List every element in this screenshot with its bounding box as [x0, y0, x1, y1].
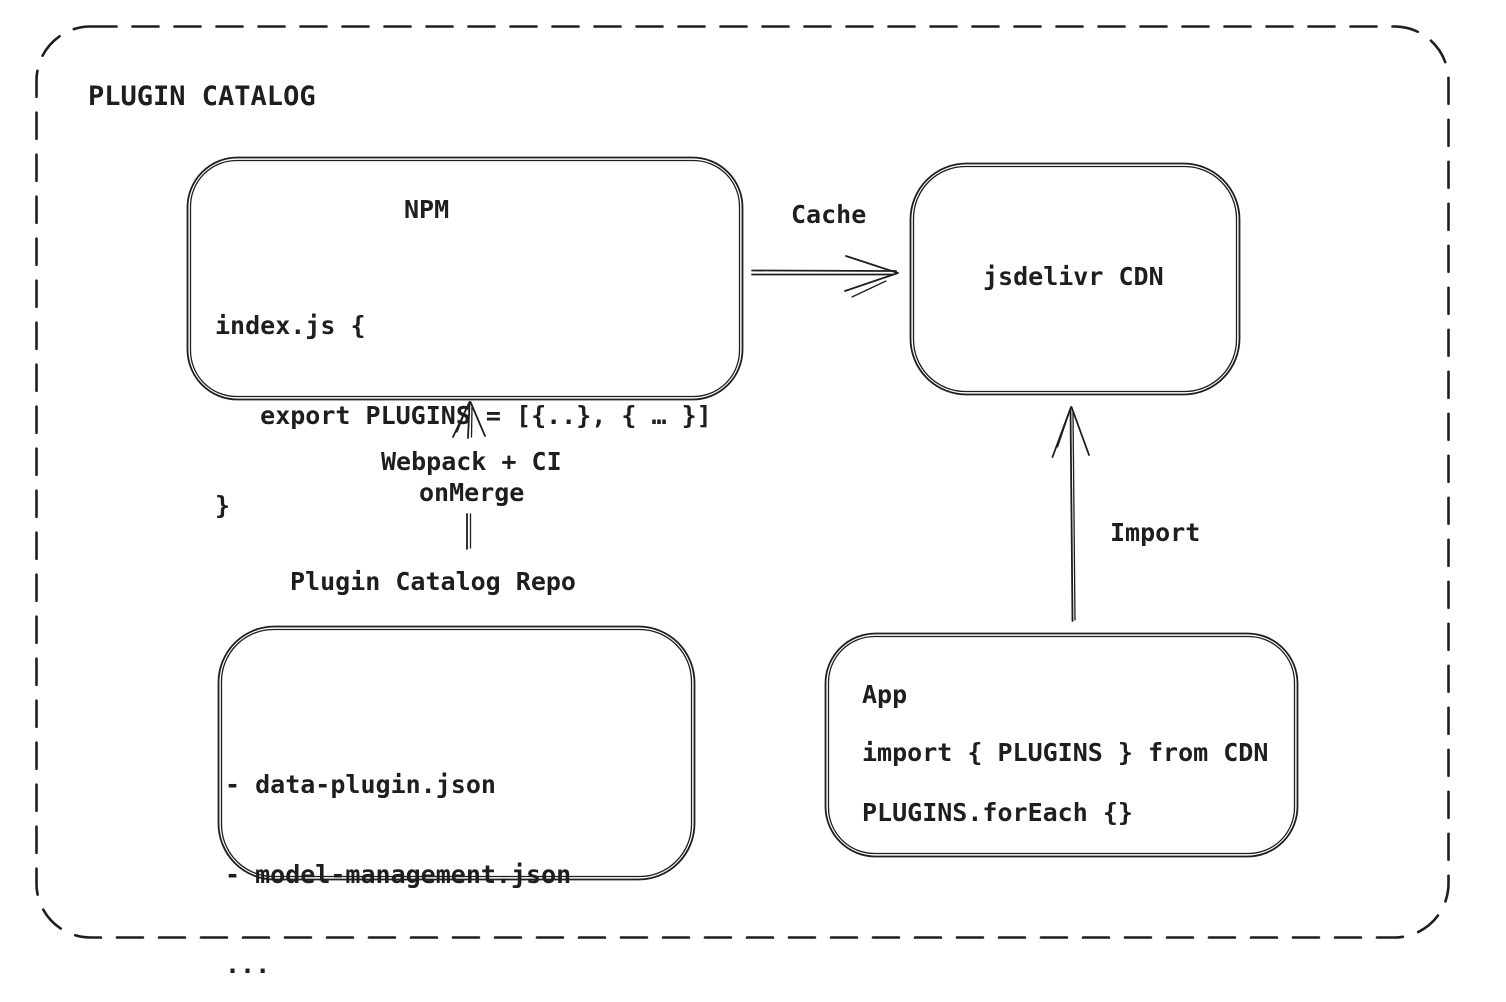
catalog-dashed-border [35, 25, 1450, 939]
npm-box-title: NPM [404, 195, 450, 224]
npm-code-line-1: index.js { [215, 311, 366, 340]
build-arrow [452, 401, 486, 550]
repo-box-label: Plugin Catalog Repo [290, 567, 576, 596]
diagram-title: PLUGIN CATALOG [88, 81, 316, 112]
cdn-box-label: jsdelivr CDN [983, 262, 1164, 291]
repo-file-list: - data-plugin.json - model-management.js… [225, 710, 571, 1002]
import-arrow-label: Import [1110, 518, 1201, 547]
repo-file-item-2: - model-management.json [225, 860, 572, 889]
repo-box [217, 625, 696, 881]
cdn-box [909, 162, 1241, 396]
npm-code-line-3: } [215, 491, 231, 520]
cache-arrow [751, 255, 899, 298]
repo-file-item-1: - data-plugin.json [225, 770, 496, 799]
app-code-line-2: PLUGINS.forEach {} [862, 798, 1133, 827]
npm-box [186, 156, 744, 401]
npm-code: index.js { export PLUGINS = [{..}, { … }… [215, 251, 712, 581]
cache-arrow-label: Cache [791, 200, 867, 229]
app-box [824, 632, 1299, 858]
npm-code-line-2: export PLUGINS = [{..}, { … }] [215, 401, 712, 430]
app-box-title: App [862, 680, 908, 709]
app-code-line-1: import { PLUGINS } from CDN [862, 738, 1269, 767]
build-arrow-label-line1: Webpack + CI [381, 447, 562, 476]
repo-file-item-3: ... [225, 950, 271, 979]
build-arrow-label-line2: onMerge [419, 478, 525, 507]
import-arrow [1051, 406, 1090, 622]
